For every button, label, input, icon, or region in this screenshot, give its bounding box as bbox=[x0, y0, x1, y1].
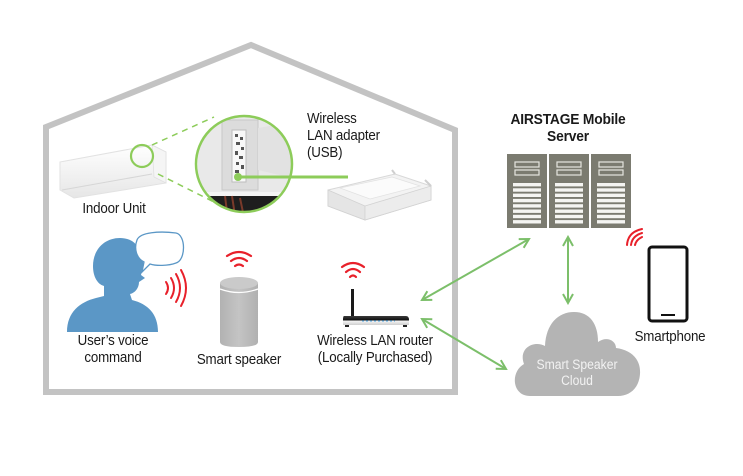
label-line: Wireless LAN router bbox=[317, 333, 433, 349]
label-line: Server bbox=[547, 128, 589, 145]
label-line: LAN adapter bbox=[307, 128, 380, 144]
smartphone-label: Smartphone bbox=[634, 329, 706, 345]
person-icon bbox=[67, 238, 158, 332]
label-line: command bbox=[84, 350, 142, 366]
label-line: (Locally Purchased) bbox=[317, 350, 433, 366]
label-line: Wireless bbox=[307, 111, 357, 127]
arrow-router-server bbox=[422, 239, 529, 300]
indoor-unit-label: Indoor Unit bbox=[82, 201, 146, 217]
server-label: AIRSTAGE Mobile Server bbox=[503, 111, 634, 145]
house-outline bbox=[43, 41, 458, 395]
wireless-router-icon bbox=[343, 289, 409, 327]
user-voice-command-label: User’s voice command bbox=[64, 333, 162, 367]
callout-line-bottom bbox=[157, 173, 219, 205]
label-line: User’s voice bbox=[77, 333, 149, 349]
label-line: AIRSTAGE Mobile bbox=[510, 111, 626, 128]
callout-line-top bbox=[151, 116, 215, 146]
server-rack bbox=[549, 154, 589, 228]
speech-bubble-icon bbox=[135, 231, 185, 274]
label-line: Cloud bbox=[561, 373, 593, 388]
smart-speaker-icon bbox=[219, 277, 259, 347]
adapter-closeup-icon bbox=[194, 114, 348, 214]
smartphone-icon bbox=[647, 245, 689, 323]
sound-waves-icon bbox=[165, 269, 187, 307]
wifi-icon bbox=[225, 250, 253, 268]
smart-speaker-label: Smart speaker bbox=[196, 352, 282, 368]
wireless-lan-adapter-label: Wireless LAN adapter (USB) bbox=[307, 111, 380, 162]
server-rack bbox=[591, 154, 631, 228]
server-rack-icon bbox=[507, 154, 631, 228]
wifi-icon bbox=[626, 228, 643, 246]
cloud-icon bbox=[514, 312, 641, 396]
label-line: Smart Speaker bbox=[536, 357, 618, 372]
indoor-unit-icon bbox=[59, 143, 167, 199]
label-line: (USB) bbox=[307, 145, 343, 161]
arrow-router-cloud bbox=[422, 319, 506, 369]
router-label: Wireless LAN router (Locally Purchased) bbox=[306, 333, 444, 367]
cloud-label: Smart Speaker Cloud bbox=[524, 357, 630, 389]
wireless-lan-adapter-icon bbox=[327, 169, 432, 221]
server-rack bbox=[507, 154, 547, 228]
wifi-icon bbox=[340, 261, 366, 279]
